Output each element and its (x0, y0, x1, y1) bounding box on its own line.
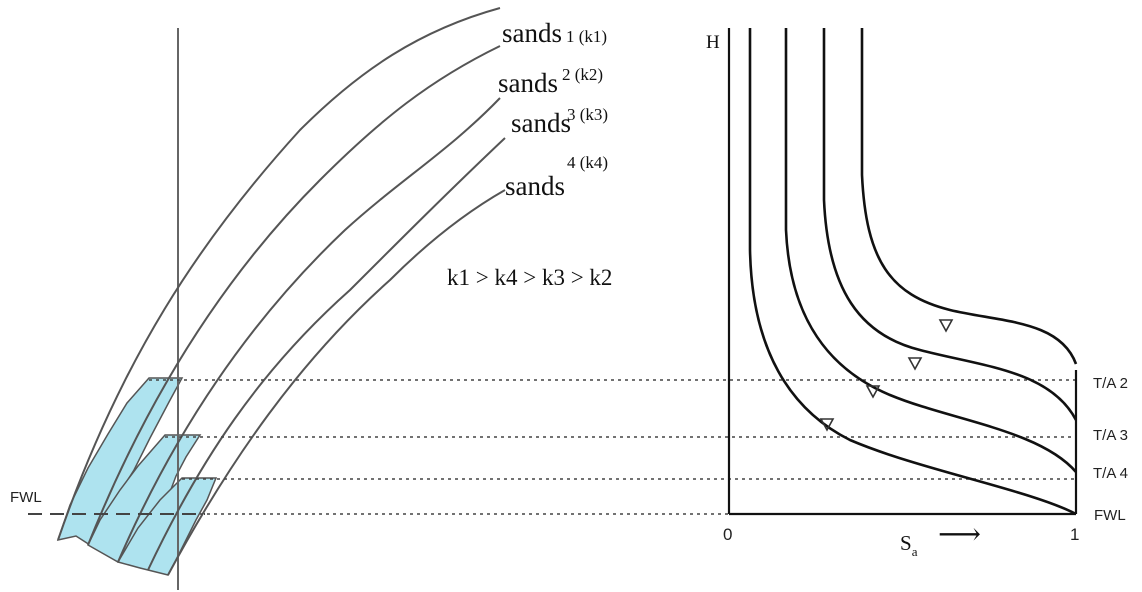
water-level-marker-1 (819, 418, 835, 432)
sand-boundary-2 (87, 45, 501, 546)
sand-label-3: sands3 (k3) (511, 105, 608, 138)
pc-curve-3 (822, 28, 1078, 421)
sand-boundary-3 (117, 97, 501, 563)
y-axis-label: H (706, 32, 720, 53)
pc-curve-2 (784, 28, 1077, 473)
fwl-label-left: FWL (10, 489, 42, 506)
level-label-fwl: FWL (1094, 507, 1126, 524)
sand-boundary-5 (167, 189, 506, 576)
level-label-ta2: T/A 2 (1093, 375, 1128, 392)
x-tick-zero: 0 (723, 525, 732, 544)
x-tick-one: 1 (1070, 525, 1079, 544)
water-level-marker-4 (938, 319, 954, 333)
pc-curve-4 (860, 28, 1078, 365)
x-axis-label: Sa (900, 531, 918, 559)
x-axis-arrow: ⟶ (938, 518, 981, 551)
water-level-marker-2 (865, 385, 881, 399)
sand-label-4: sands4 (k4) (505, 153, 608, 201)
level-label-ta4: T/A 4 (1093, 465, 1128, 482)
sand-boundary-4 (147, 137, 506, 571)
sand-boundary-1 (57, 7, 501, 541)
permeability-relation: k1 > k4 > k3 > k2 (447, 265, 612, 290)
water-level-marker-3 (907, 357, 923, 371)
pc-curve-1 (748, 28, 1077, 516)
level-label-ta3: T/A 3 (1093, 427, 1128, 444)
